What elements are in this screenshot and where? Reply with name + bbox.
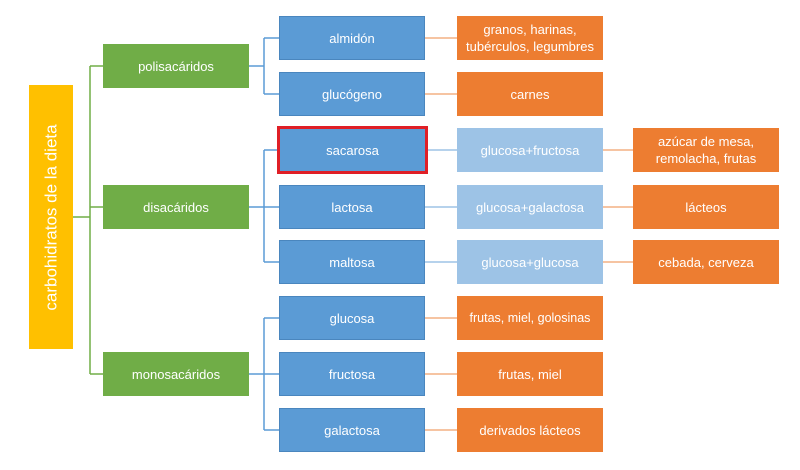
item-almidon: almidón — [279, 16, 425, 60]
group-disacaridos: disacáridos — [103, 185, 249, 229]
component-sacarosa: glucosa+fructosa — [457, 128, 603, 172]
group-polisacaridos: polisacáridos — [103, 44, 249, 88]
item-glucogeno: glucógeno — [279, 72, 425, 116]
item-lactosa: lactosa — [279, 185, 425, 229]
source-lactosa: lácteos — [633, 185, 779, 229]
item-galactosa: galactosa — [279, 408, 425, 452]
root-node: carbohidratos de la dieta — [29, 85, 73, 349]
item-sacarosa-highlighted: sacarosa — [277, 126, 428, 174]
source-glucogeno: carnes — [457, 72, 603, 116]
source-almidon: granos, harinas, tubérculos, legumbres — [457, 16, 603, 60]
component-lactosa: glucosa+galactosa — [457, 185, 603, 229]
source-maltosa: cebada, cerveza — [633, 240, 779, 284]
item-maltosa: maltosa — [279, 240, 425, 284]
source-glucosa: frutas, miel, golosinas — [457, 296, 603, 340]
source-sacarosa: azúcar de mesa, remolacha, frutas — [633, 128, 779, 172]
group-monosacaridos: monosacáridos — [103, 352, 249, 396]
component-maltosa: glucosa+glucosa — [457, 240, 603, 284]
source-fructosa: frutas, miel — [457, 352, 603, 396]
source-galactosa: derivados lácteos — [457, 408, 603, 452]
item-fructosa: fructosa — [279, 352, 425, 396]
root-label: carbohidratos de la dieta — [41, 123, 61, 311]
item-glucosa: glucosa — [279, 296, 425, 340]
